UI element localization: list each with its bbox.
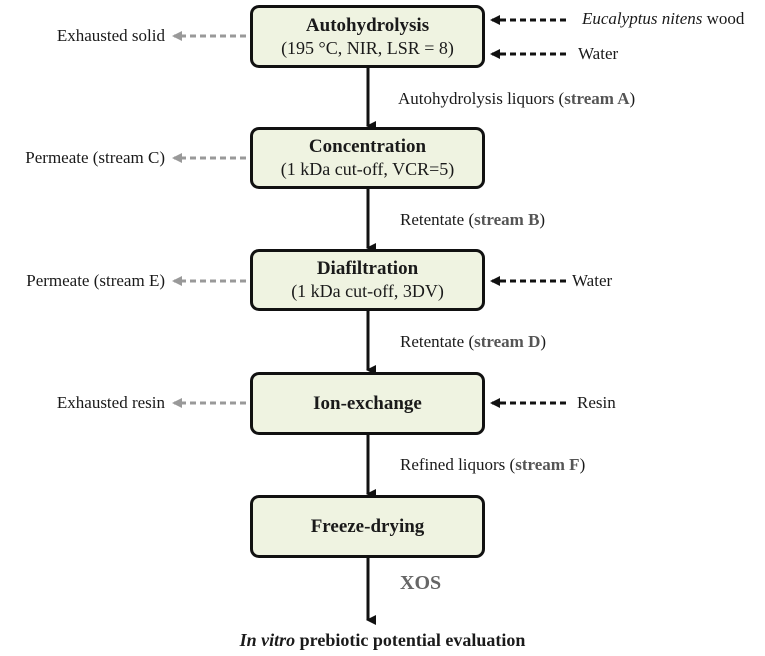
concentration-box: Concentration (1 kDa cut-off, VCR=5) xyxy=(250,127,485,189)
wood-suffix: wood xyxy=(702,9,745,28)
stream-label-b: Retentate (stream B) xyxy=(400,210,546,229)
stream-id: stream D xyxy=(474,332,541,351)
stream-label-d: Retentate (stream D) xyxy=(400,332,547,351)
ion-exchange-box: Ion-exchange xyxy=(250,372,485,435)
step-detail: (1 kDa cut-off, 3DV) xyxy=(291,281,444,301)
stream-label-f: Refined liquors (stream F) xyxy=(400,455,586,474)
step-title: Diafiltration xyxy=(316,258,419,279)
step-detail: (195 °C, NIR, LSR = 8) xyxy=(281,37,454,58)
input-label-wood: Eucalyptus nitens wood xyxy=(582,9,744,29)
input-label-water-1: Water xyxy=(578,44,619,63)
stream-label-a: Autohydrolysis liquors (stream A) xyxy=(398,89,636,108)
step-detail: (1 kDa cut-off, VCR=5) xyxy=(280,159,455,179)
product-label-xos: XOS xyxy=(400,572,442,594)
output-label-exhausted-resin: Exhausted resin xyxy=(56,393,165,412)
stream-id: stream B xyxy=(474,210,540,229)
step-title: Concentration xyxy=(308,136,427,157)
step-title: Freeze-drying xyxy=(310,515,425,537)
autohydrolysis-box: Autohydrolysis (195 °C, NIR, LSR = 8) xyxy=(250,5,485,68)
final-evaluation-label: In vitro prebiotic potential evaluation xyxy=(239,630,526,650)
step-title: Ion-exchange xyxy=(313,392,422,414)
output-label-exhausted-solid: Exhausted solid xyxy=(56,26,165,45)
wood-species: Eucalyptus nitens xyxy=(582,9,703,28)
stream-id: stream F xyxy=(515,455,580,474)
diafiltration-box: Diafiltration (1 kDa cut-off, 3DV) xyxy=(250,249,485,311)
freeze-drying-box: Freeze-drying xyxy=(250,495,485,558)
step-title: Autohydrolysis xyxy=(305,14,430,36)
input-label-water-2: Water xyxy=(572,271,613,290)
stream-id: stream A xyxy=(564,89,630,108)
output-label-permeate-e: Permeate (stream E) xyxy=(26,271,165,290)
input-label-resin: Resin xyxy=(577,393,616,412)
output-label-permeate-c: Permeate (stream C) xyxy=(25,148,165,167)
